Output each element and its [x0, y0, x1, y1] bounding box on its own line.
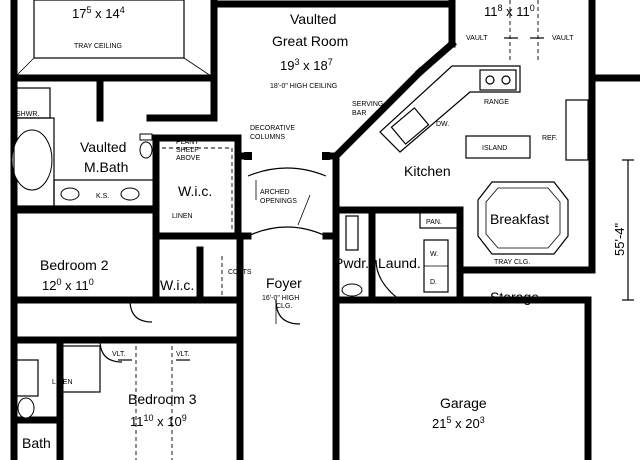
great-room-ceiling-note: 18'-0" HIGH CEILING [270, 83, 337, 90]
dishwasher-label: DW. [436, 121, 449, 128]
foyer-label: Foyer [266, 275, 302, 291]
garage-dims: 215 x 203 [432, 415, 485, 431]
bedroom3-vlt-left: VLT. [112, 351, 126, 358]
plant-shelf-line2: SHELF [176, 147, 199, 154]
plant-shelf-line3: ABOVE [176, 155, 200, 162]
arched-openings-line2: OPENINGS [260, 198, 297, 205]
overall-dimension: 55'-4" [612, 222, 627, 256]
kneespace-label: K.S. [96, 193, 109, 200]
vault-right-label: VAULT [552, 35, 574, 42]
walls [10, 0, 640, 460]
dryer-label: D. [430, 279, 437, 286]
master-wic-label: W.i.c. [178, 183, 212, 199]
range-label: RANGE [484, 99, 509, 106]
serving-bar-line1: SERVING [352, 101, 383, 108]
kitchen-label: Kitchen [404, 163, 451, 179]
bedroom2-label: Bedroom 2 [40, 257, 109, 273]
powder-label: Pwdr. [334, 255, 369, 271]
coats-label: COATS [228, 269, 252, 276]
tray-ceiling-note: TRAY CEILING [74, 43, 122, 50]
fixtures [11, 0, 634, 460]
garage-label: Garage [440, 395, 487, 411]
arched-openings-line1: ARCHED [260, 189, 290, 196]
laundry-label: Laund. [378, 255, 421, 271]
bedroom2-dims: 120 x 110 [42, 277, 94, 293]
foyer-note-line1: 16'-0" HIGH [262, 295, 299, 302]
linen-label: LINEN [52, 379, 73, 386]
storage-label: Storage [490, 289, 539, 305]
vault-left-label: VAULT [466, 35, 488, 42]
labels: 175 x 144 TRAY CEILING Vaulted Great Roo… [16, 3, 627, 451]
breakfast-label: Breakfast [490, 211, 549, 227]
master-linen-label: LINEN [172, 213, 193, 220]
top-right-room-dims: 118 x 110 [484, 3, 535, 19]
breakfast-tray-note: TRAY CLG. [494, 259, 530, 266]
master-bath-line1: Vaulted [80, 139, 126, 155]
top-left-room-dims: 175 x 144 [72, 5, 125, 21]
decorative-columns-line1: DECORATIVE [250, 125, 295, 132]
shower-label: SHWR. [16, 111, 39, 118]
great-room-label-line1: Vaulted [290, 11, 336, 27]
plant-shelf-line1: PLANT [176, 139, 199, 146]
serving-bar-line2: BAR [352, 110, 366, 117]
bedroom3-vlt-right: VLT. [176, 351, 190, 358]
great-room-label-line2: Great Room [272, 33, 348, 49]
pantry-label: PAN. [426, 219, 442, 226]
bedroom3-label: Bedroom 3 [128, 391, 197, 407]
bedroom2-wic-label: W.i.c. [160, 277, 194, 293]
bedroom3-dims: 1110 x 109 [130, 413, 187, 429]
master-bath-line2: M.Bath [84, 159, 128, 175]
refrigerator-label: REF. [542, 135, 557, 142]
washer-label: W. [430, 251, 438, 258]
bath-label: Bath [22, 435, 51, 451]
great-room-dims: 193 x 187 [280, 57, 333, 73]
foyer-note-line2: CLG. [276, 303, 292, 310]
island-label: ISLAND [482, 145, 507, 152]
decorative-columns-line2: COLUMNS [250, 134, 285, 141]
